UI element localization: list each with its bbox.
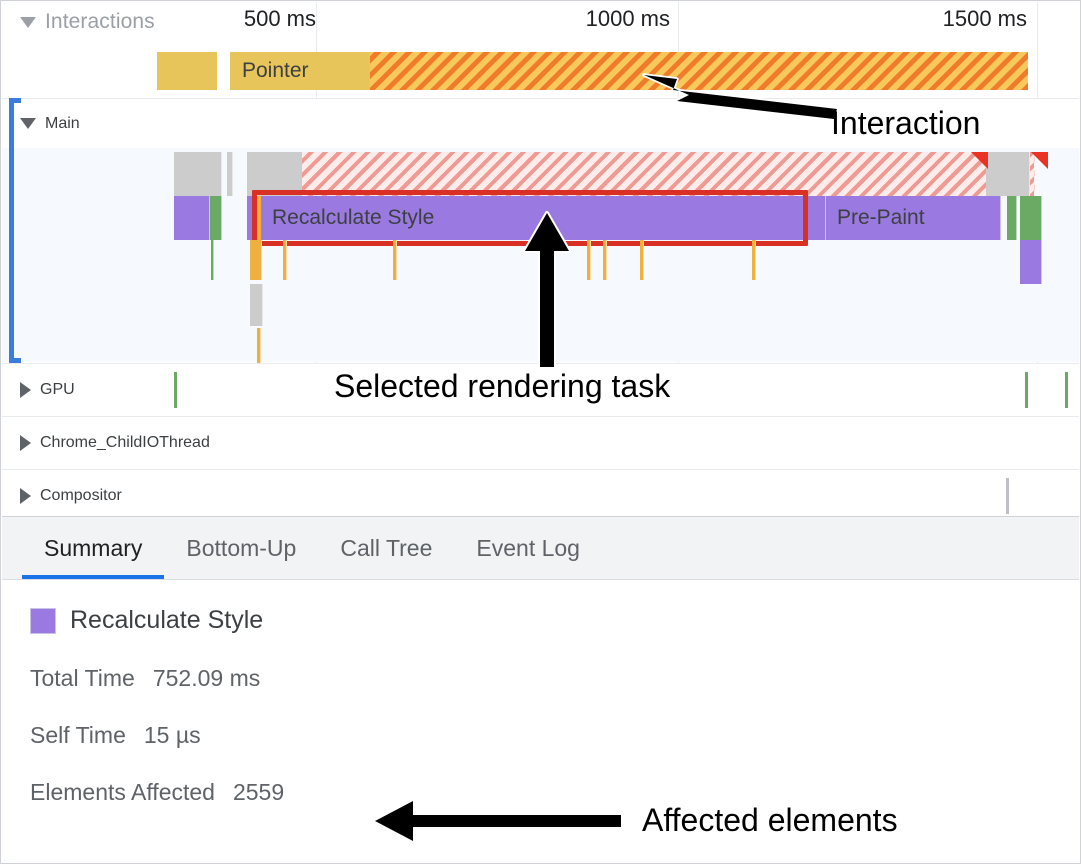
flame-block[interactable]	[283, 240, 287, 280]
interactions-lane[interactable]: Pointer	[2, 46, 1079, 90]
summary-key: Total Time	[30, 665, 135, 691]
flame-block[interactable]	[603, 240, 607, 280]
summary-content: Recalculate Style Total Time 752.09 ms S…	[2, 580, 1079, 862]
track-label-compositor: Compositor	[40, 487, 122, 504]
summary-value: 2559	[232, 779, 285, 805]
flame-block-pre-paint[interactable]: Pre-Paint	[826, 196, 1001, 240]
summary-row-elements-affected: Elements Affected 2559	[30, 779, 1079, 806]
event-color-swatch	[30, 607, 56, 634]
track-header-chrome-childiothread[interactable]: Chrome_ChildIOThread	[2, 416, 1079, 469]
flame-block[interactable]	[1020, 196, 1042, 240]
gpu-event-mark[interactable]	[1025, 372, 1028, 408]
flame-block[interactable]	[393, 240, 397, 280]
interaction-event-pointer[interactable]: Pointer	[230, 52, 370, 90]
flame-block[interactable]	[250, 284, 263, 326]
interaction-event-hatched[interactable]	[370, 52, 1028, 90]
ruler-tick-1500ms: 1500 ms	[942, 6, 1027, 31]
compositor-event-mark[interactable]	[1006, 478, 1009, 514]
flame-block[interactable]	[752, 240, 756, 280]
track-label-gpu: GPU	[40, 381, 75, 398]
track-header-main[interactable]: Main	[2, 98, 1079, 148]
flame-block[interactable]	[986, 152, 1030, 196]
ruler-tick-1000ms: 1000 ms	[585, 6, 670, 31]
interaction-event[interactable]	[157, 52, 217, 90]
flame-block[interactable]	[211, 240, 214, 280]
flame-block[interactable]	[1007, 196, 1017, 240]
summary-value: 15 µs	[143, 722, 201, 748]
chevron-down-icon[interactable]	[20, 118, 36, 129]
flame-block[interactable]	[210, 196, 222, 240]
flame-block[interactable]	[1020, 240, 1042, 284]
timeline-flame-chart[interactable]: 500 ms 1000 ms 1500 ms Interactions Poin…	[2, 2, 1079, 516]
flame-block-task[interactable]: Task	[247, 152, 1035, 196]
track-label-interactions: Interactions	[45, 10, 155, 33]
details-panel: Summary Bottom-Up Call Tree Event Log Re…	[2, 516, 1079, 862]
tab-label: Bottom-Up	[186, 534, 297, 561]
flame-block[interactable]	[640, 240, 644, 280]
flame-block[interactable]	[257, 328, 261, 364]
flame-block[interactable]	[806, 196, 826, 240]
chevron-right-icon[interactable]	[20, 488, 31, 504]
summary-row-self-time: Self Time 15 µs	[30, 722, 1079, 749]
flame-block-label: Recalculate Style	[272, 206, 435, 229]
summary-key: Self Time	[30, 722, 126, 748]
gpu-event-mark[interactable]	[1065, 372, 1068, 408]
flame-block-task-head[interactable]	[247, 152, 302, 196]
summary-key: Elements Affected	[30, 779, 215, 805]
tab-label: Summary	[44, 534, 143, 561]
summary-value: 752.09 ms	[152, 665, 261, 691]
gpu-event-mark[interactable]	[174, 372, 177, 408]
summary-row-total-time: Total Time 752.09 ms	[30, 665, 1079, 692]
summary-event-title: Recalculate Style	[30, 606, 1079, 635]
ruler-tick-500ms: 500 ms	[243, 6, 316, 31]
track-label-chrome-childiothread: Chrome_ChildIOThread	[40, 434, 210, 451]
flame-block[interactable]	[247, 196, 255, 240]
main-thread-flame-chart[interactable]: Task Recalculate Style Pre-Paint	[2, 148, 1079, 364]
tab-call-tree[interactable]: Call Tree	[318, 517, 454, 579]
flame-block[interactable]	[174, 152, 222, 196]
track-header-gpu[interactable]: GPU	[2, 363, 1079, 416]
chevron-down-icon[interactable]	[20, 16, 36, 28]
track-header-interactions[interactable]: Interactions	[2, 2, 155, 42]
flame-block[interactable]	[587, 240, 591, 280]
tab-bottom-up[interactable]: Bottom-Up	[164, 517, 318, 579]
tab-label: Event Log	[476, 534, 580, 561]
tab-label: Call Tree	[340, 534, 433, 561]
details-tabbar[interactable]: Summary Bottom-Up Call Tree Event Log	[2, 517, 1079, 580]
interaction-event-label: Pointer	[242, 59, 309, 82]
chevron-right-icon[interactable]	[20, 435, 31, 451]
tab-summary[interactable]: Summary	[22, 517, 165, 579]
track-label-main: Main	[45, 114, 80, 132]
flame-block-recalculate-style[interactable]: Recalculate Style	[261, 196, 806, 240]
flame-block[interactable]	[227, 152, 233, 196]
flame-block[interactable]	[250, 240, 262, 280]
chevron-right-icon[interactable]	[20, 382, 31, 398]
flame-block[interactable]	[255, 196, 261, 240]
flame-block-label: Pre-Paint	[837, 206, 925, 229]
track-header-compositor[interactable]: Compositor	[2, 469, 1079, 516]
tab-event-log[interactable]: Event Log	[454, 517, 602, 579]
summary-event-name: Recalculate Style	[70, 606, 264, 634]
flame-block[interactable]	[174, 196, 210, 240]
